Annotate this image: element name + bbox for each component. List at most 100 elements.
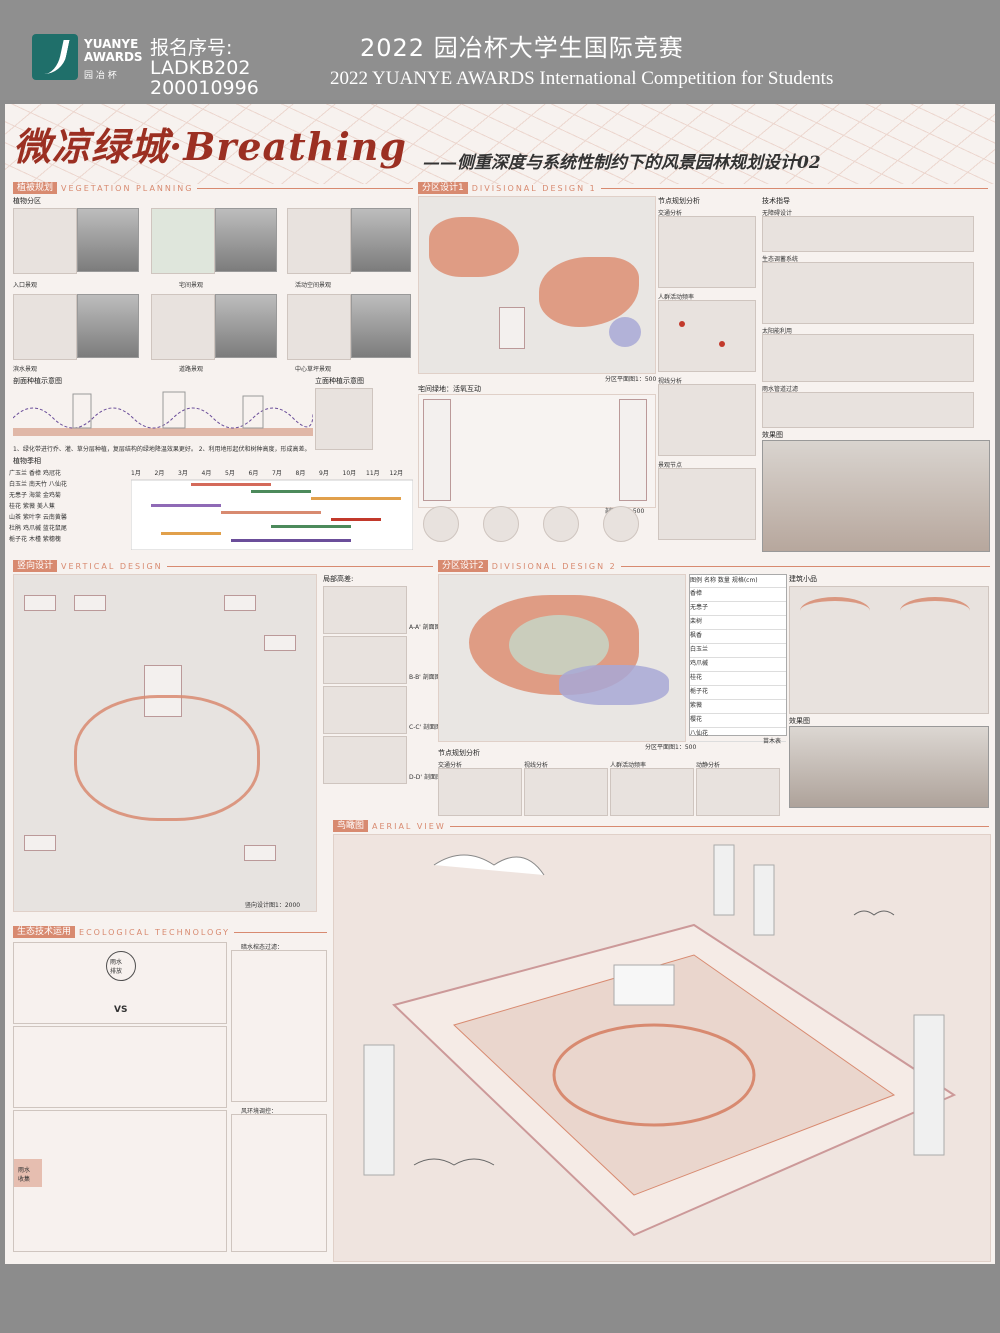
- plant-name: 鸡冠花: [42, 470, 61, 477]
- month-label: 7月: [272, 470, 282, 477]
- node-analysis-heading: 节点规划分析: [438, 749, 480, 757]
- plant-row: 杜鹃 鸡爪槭 蓝花鼠尾: [9, 523, 129, 534]
- registration-number-1: LADKB202: [150, 57, 251, 79]
- section-header-divisional2: 分区设计2 DIVISIONAL DESIGN 2: [438, 560, 990, 572]
- month-label: 2月: [154, 470, 165, 477]
- section-divider: [166, 565, 433, 567]
- footer-band: [0, 1264, 1000, 1333]
- table-row: 栾树: [690, 616, 786, 630]
- plan-scale: 分区平面图1：500: [645, 744, 697, 751]
- table-row: 香樟: [690, 588, 786, 602]
- plant-name: 桂花: [9, 503, 22, 510]
- zone-label: 活动空间景观: [295, 282, 332, 289]
- planting-section-drawing: [13, 391, 313, 436]
- hotspot-icon: [719, 341, 725, 347]
- plan-building: [74, 595, 106, 611]
- zone-photo: [351, 208, 411, 272]
- rain-filter-heading: 暗水棺态过滤：: [241, 944, 284, 951]
- section-title-en: AERIAL VIEW: [372, 821, 446, 831]
- plan-building: [24, 835, 56, 851]
- plant-name: 紫穗槐: [42, 536, 61, 543]
- plant-name: 紫叶李: [22, 514, 41, 521]
- plant-name: 广玉兰: [9, 470, 28, 477]
- plant-name: 鸡爪槭: [22, 525, 41, 532]
- hotspot-icon: [679, 321, 685, 327]
- zone-label: 入口景观: [13, 282, 38, 289]
- section-title-cn: 植被规划: [13, 182, 58, 194]
- analysis-label: 视线分析: [658, 378, 683, 385]
- rain-collection-diagram: 雨水 收集: [13, 1110, 227, 1252]
- plant-name: 桂花: [690, 674, 703, 681]
- section-header-vegetation: 植被规划 VEGETATION PLANNING: [13, 182, 413, 194]
- plant-name: 枫香: [690, 632, 703, 639]
- divisional2-plan: [438, 574, 686, 742]
- registration-label: 报名序号:: [150, 37, 233, 59]
- section-title-cn: 鸟瞰图: [333, 820, 369, 832]
- elevation-drawing: [315, 388, 373, 450]
- elevation-planting-heading: 立面种植示意图: [315, 377, 364, 385]
- accessibility-diagram: [762, 216, 974, 252]
- table-row: 白玉兰: [690, 644, 786, 658]
- analysis-map: [524, 768, 608, 816]
- vs-label: VS: [114, 1005, 128, 1015]
- analysis-label: 动静分析: [696, 762, 721, 769]
- zone-sketch: [151, 208, 215, 274]
- zone-label: 道路景观: [179, 366, 204, 373]
- rain-filter-diagram: [762, 392, 974, 428]
- plant-name: 栀子花: [9, 536, 28, 543]
- month-label: 6月: [248, 470, 259, 477]
- plant-name: 无患子: [9, 492, 28, 499]
- wind-heading: 风环境调控：: [241, 1108, 278, 1115]
- section-header-eco: 生态技术运用 ECOLOGICAL TECHNOLOGY: [13, 926, 327, 938]
- zone-photo: [77, 208, 139, 272]
- section-title-en: VEGETATION PLANNING: [61, 183, 194, 193]
- section-drawing: [323, 736, 407, 784]
- section-header-vertical: 竖向设计 VERTICAL DESIGN: [13, 560, 433, 572]
- arch-structure: [800, 597, 870, 625]
- rain-filter-diagram: [231, 950, 327, 1102]
- aerial-rendering: [333, 834, 991, 1262]
- table-row: 紫薇: [690, 700, 786, 714]
- table-row: 无患子: [690, 602, 786, 616]
- section-title-en: DIVISIONAL DESIGN 1: [471, 183, 597, 193]
- zone-label: 中心草坪景观: [295, 366, 332, 373]
- tech-guide-heading: 技术指导: [762, 197, 790, 205]
- plant-name: 白玉兰: [690, 646, 709, 653]
- plant-name: 白玉兰: [9, 481, 28, 488]
- zone-photo: [77, 294, 139, 358]
- plant-season-heading: 植物季相: [13, 457, 41, 465]
- section-title-cn: 生态技术运用: [13, 926, 76, 938]
- section-divider: [600, 187, 988, 189]
- competition-title-en: 2022 YUANYE AWARDS International Competi…: [330, 68, 834, 89]
- plant-table: 图例 名称 数量 规格(cm) 香樟 无患子 栾树 枫香 白玉兰 鸡爪槭 桂花 …: [689, 574, 787, 742]
- competition-title-cn: 2022 园冶杯大学生国际竞赛: [360, 34, 684, 62]
- month-axis: 1月 2月 3月 4月 5月 6月 7月 8月 9月 10月 11月 12月: [131, 468, 413, 477]
- logo-subtext: 园 冶 杯: [84, 71, 117, 81]
- plan-building: [24, 595, 56, 611]
- vignette-circle: [603, 506, 639, 542]
- plant-name: 鸡爪槭: [690, 660, 709, 667]
- rain-discharge-label: 雨水 排放: [110, 959, 123, 975]
- zone-label: 滨水景观: [13, 366, 38, 373]
- crowd-analysis-map: [658, 300, 756, 372]
- plant-name: 香樟: [28, 470, 41, 477]
- section-label: D-D' 剖面图: [409, 774, 442, 781]
- small-building-heading: 建筑小品: [789, 575, 817, 583]
- zone-sketch: [287, 294, 351, 360]
- plan-building: [244, 845, 276, 861]
- sightline-analysis-map: [658, 384, 756, 456]
- tech-label: 无障碍设计: [762, 210, 793, 217]
- zone-photo: [215, 208, 277, 272]
- section-building: [619, 399, 647, 501]
- section-title-en: DIVISIONAL DESIGN 2: [491, 561, 617, 571]
- effect-rendering: [762, 440, 990, 552]
- section-label: A-A' 剖面图: [409, 624, 441, 631]
- table-row: 枫香: [690, 630, 786, 644]
- zone-sketch: [151, 294, 215, 360]
- planting-note: 1、绿化带进行乔、灌、草分层种植，复层结构的绿地降温效果更好。 2、利用地形起伏…: [13, 446, 311, 453]
- node-analysis-heading: 节点规划分析: [658, 197, 700, 205]
- rain-discharge-badge: [106, 951, 136, 981]
- divisional1-plan: [418, 196, 656, 374]
- section-header-aerial: 鸟瞰图 AERIAL VIEW: [333, 820, 989, 832]
- plant-name: 南天竹: [28, 481, 47, 488]
